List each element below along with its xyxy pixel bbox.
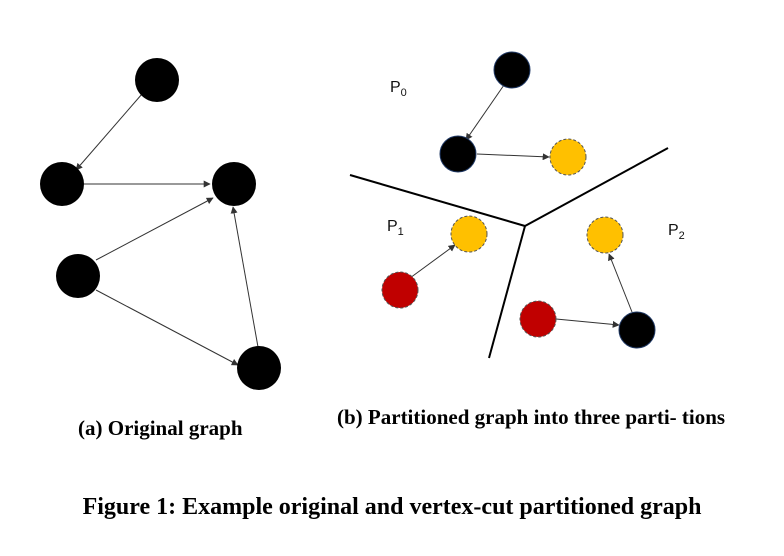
- graph-node: [439, 135, 477, 173]
- caption-original-graph: (a) Original graph: [78, 416, 243, 440]
- graph-node: [237, 346, 281, 390]
- replica-node: [586, 216, 624, 254]
- graph-node: [212, 162, 256, 206]
- partition-boundary: [524, 147, 669, 227]
- graph-node-red: [381, 271, 419, 309]
- original-graph: [40, 58, 281, 390]
- edge: [409, 244, 456, 279]
- partition-label-p1: P1: [387, 218, 404, 238]
- edge: [555, 318, 620, 328]
- partition-boundary: [488, 225, 526, 359]
- caption-partitioned-graph: (b) Partitioned graph into three parti- …: [337, 405, 726, 429]
- graph-node: [493, 51, 531, 89]
- edge: [476, 153, 550, 161]
- replica-node: [549, 138, 587, 176]
- graph-node: [56, 254, 100, 298]
- partition-label-p2: P2: [668, 222, 685, 242]
- edge: [95, 197, 214, 261]
- graph-node: [40, 162, 84, 206]
- figure-caption: Figure 1: Example original and vertex-cu…: [82, 494, 702, 520]
- graph-node-red: [519, 300, 557, 338]
- edge: [95, 289, 239, 366]
- partition-label-p0: P0: [390, 79, 407, 99]
- graph-node: [135, 58, 179, 102]
- graph-node: [618, 311, 656, 349]
- edge: [230, 206, 259, 348]
- partition-boundary: [349, 174, 526, 227]
- edge: [608, 253, 633, 313]
- edge: [75, 93, 143, 171]
- partitioned-graph: P0 P1 P2: [349, 51, 685, 359]
- edge: [465, 84, 505, 141]
- replica-node: [450, 215, 488, 253]
